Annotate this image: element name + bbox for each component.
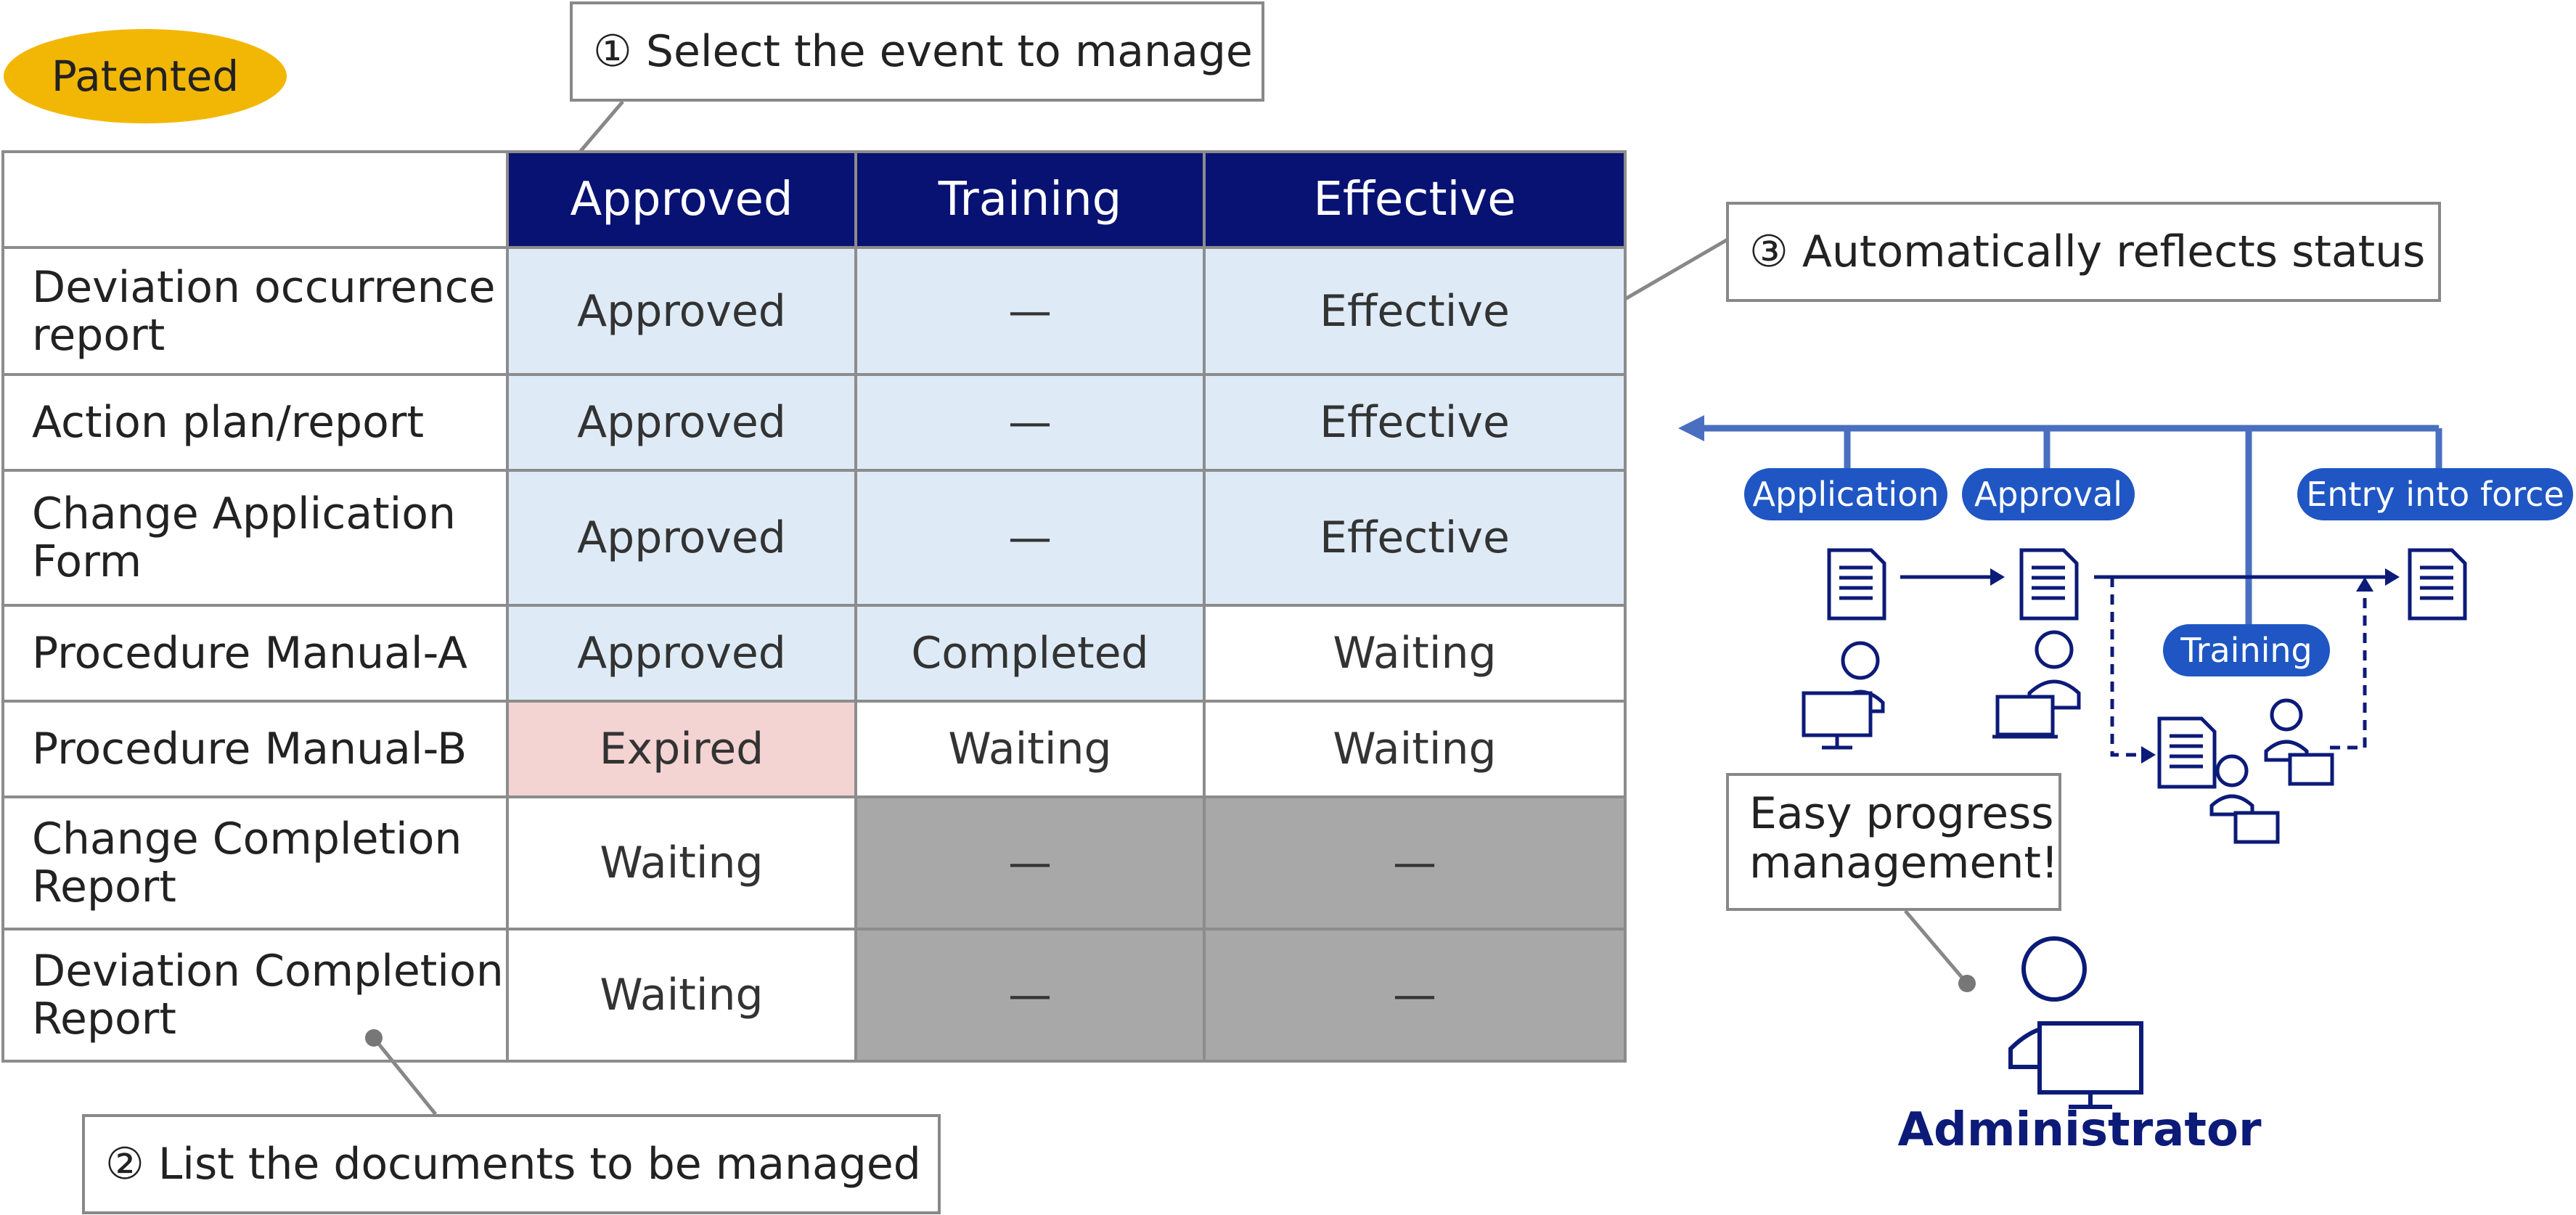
- column-header-training[interactable]: Training: [854, 150, 1206, 249]
- document-icon-training: [2157, 716, 2217, 789]
- callout-auto-status-text: ③ Automatically reflects status: [1749, 226, 2426, 277]
- callout-select-event: ① Select the event to manage: [570, 1, 1264, 102]
- callout-select-event-text: ① Select the event to manage: [593, 26, 1253, 77]
- document-icon-approval: [2019, 548, 2079, 621]
- flow-pill-application-label: Application: [1752, 475, 1939, 514]
- status-cell: Waiting: [854, 700, 1206, 798]
- status-cell: —: [854, 469, 1206, 607]
- arrowhead-training-to-entry: [2356, 577, 2373, 592]
- row-label[interactable]: Deviation occurrence report: [1, 246, 509, 376]
- status-cell: Waiting: [1203, 604, 1627, 703]
- status-cell: Effective: [1203, 246, 1627, 376]
- leader-line-progress: [1904, 909, 1968, 985]
- status-cell: —: [854, 795, 1206, 930]
- row-label[interactable]: Action plan/report: [1, 373, 509, 472]
- status-cell: Approved: [506, 373, 857, 472]
- arrowhead-to-entry: [2385, 568, 2400, 586]
- row-label[interactable]: Deviation Completion Report: [1, 928, 509, 1063]
- person-applicant-icon: [1802, 641, 1885, 750]
- callout-easy-progress-text: Easy progress management!: [1749, 788, 2058, 888]
- row-label[interactable]: Change Completion Report: [1, 795, 509, 930]
- row-label[interactable]: Procedure Manual-A: [1, 604, 509, 703]
- status-cell: Effective: [1203, 373, 1627, 472]
- callout-list-documents: ② List the documents to be managed: [82, 1114, 941, 1214]
- status-cell: Expired: [506, 700, 857, 798]
- callout-list-documents-text: ② List the documents to be managed: [105, 1139, 921, 1190]
- status-cell: Approved: [506, 604, 857, 703]
- flow-pill-approval-label: Approval: [1974, 475, 2123, 514]
- row-label[interactable]: Procedure Manual-B: [1, 700, 509, 798]
- document-icon-application: [1827, 548, 1886, 621]
- callout-auto-status: ③ Automatically reflects status: [1726, 202, 2441, 302]
- column-header-approved[interactable]: Approved: [506, 150, 857, 249]
- person-approver-icon: [1992, 630, 2081, 739]
- administrator-icon: [2008, 936, 2143, 1109]
- status-cell: Completed: [854, 604, 1206, 703]
- arrowhead-to-training: [2141, 746, 2156, 764]
- leader-dot-progress: [1958, 975, 1976, 992]
- feedback-arrowhead: [1678, 415, 1704, 441]
- column-header-effective[interactable]: Effective: [1203, 150, 1627, 249]
- person-trainee-icon: [2209, 698, 2334, 844]
- document-icon-entry-into-force: [2408, 548, 2467, 621]
- status-cell: Waiting: [506, 795, 857, 930]
- document-status-table: Approved Training Effective Deviation oc…: [1, 150, 1627, 1063]
- patented-badge: Patented: [4, 29, 287, 123]
- status-cell: —: [1203, 795, 1627, 930]
- flow-pill-entry-label: Entry into force: [2306, 475, 2564, 514]
- status-cell: —: [854, 373, 1206, 472]
- flow-pill-training-label: Training: [2180, 631, 2313, 670]
- table-header-row: Approved Training Effective: [1, 150, 1627, 249]
- arrowhead-to-approval: [1990, 568, 2005, 586]
- status-cell: Waiting: [506, 928, 857, 1063]
- flow-pill-training: Training: [2163, 624, 2330, 676]
- callout-easy-progress: Easy progress management!: [1726, 773, 2061, 911]
- patented-badge-label: Patented: [51, 52, 240, 101]
- flow-pill-application: Application: [1744, 468, 1947, 520]
- row-label[interactable]: Change Application Form: [1, 469, 509, 607]
- status-cell: Approved: [506, 469, 857, 607]
- status-cell: —: [854, 246, 1206, 376]
- feedback-bus: [1691, 425, 2442, 630]
- flow-arrows: [1900, 575, 2388, 757]
- table-corner-cell: [1, 150, 509, 249]
- status-cell: Effective: [1203, 469, 1627, 607]
- administrator-label: Administrator: [1897, 1103, 2262, 1157]
- status-cell: Approved: [506, 246, 857, 376]
- flow-pill-entry-into-force: Entry into force: [2297, 468, 2573, 520]
- flow-pill-approval: Approval: [1962, 468, 2135, 520]
- status-cell: Waiting: [1203, 700, 1627, 798]
- status-cell: —: [854, 928, 1206, 1063]
- status-cell: —: [1203, 928, 1627, 1063]
